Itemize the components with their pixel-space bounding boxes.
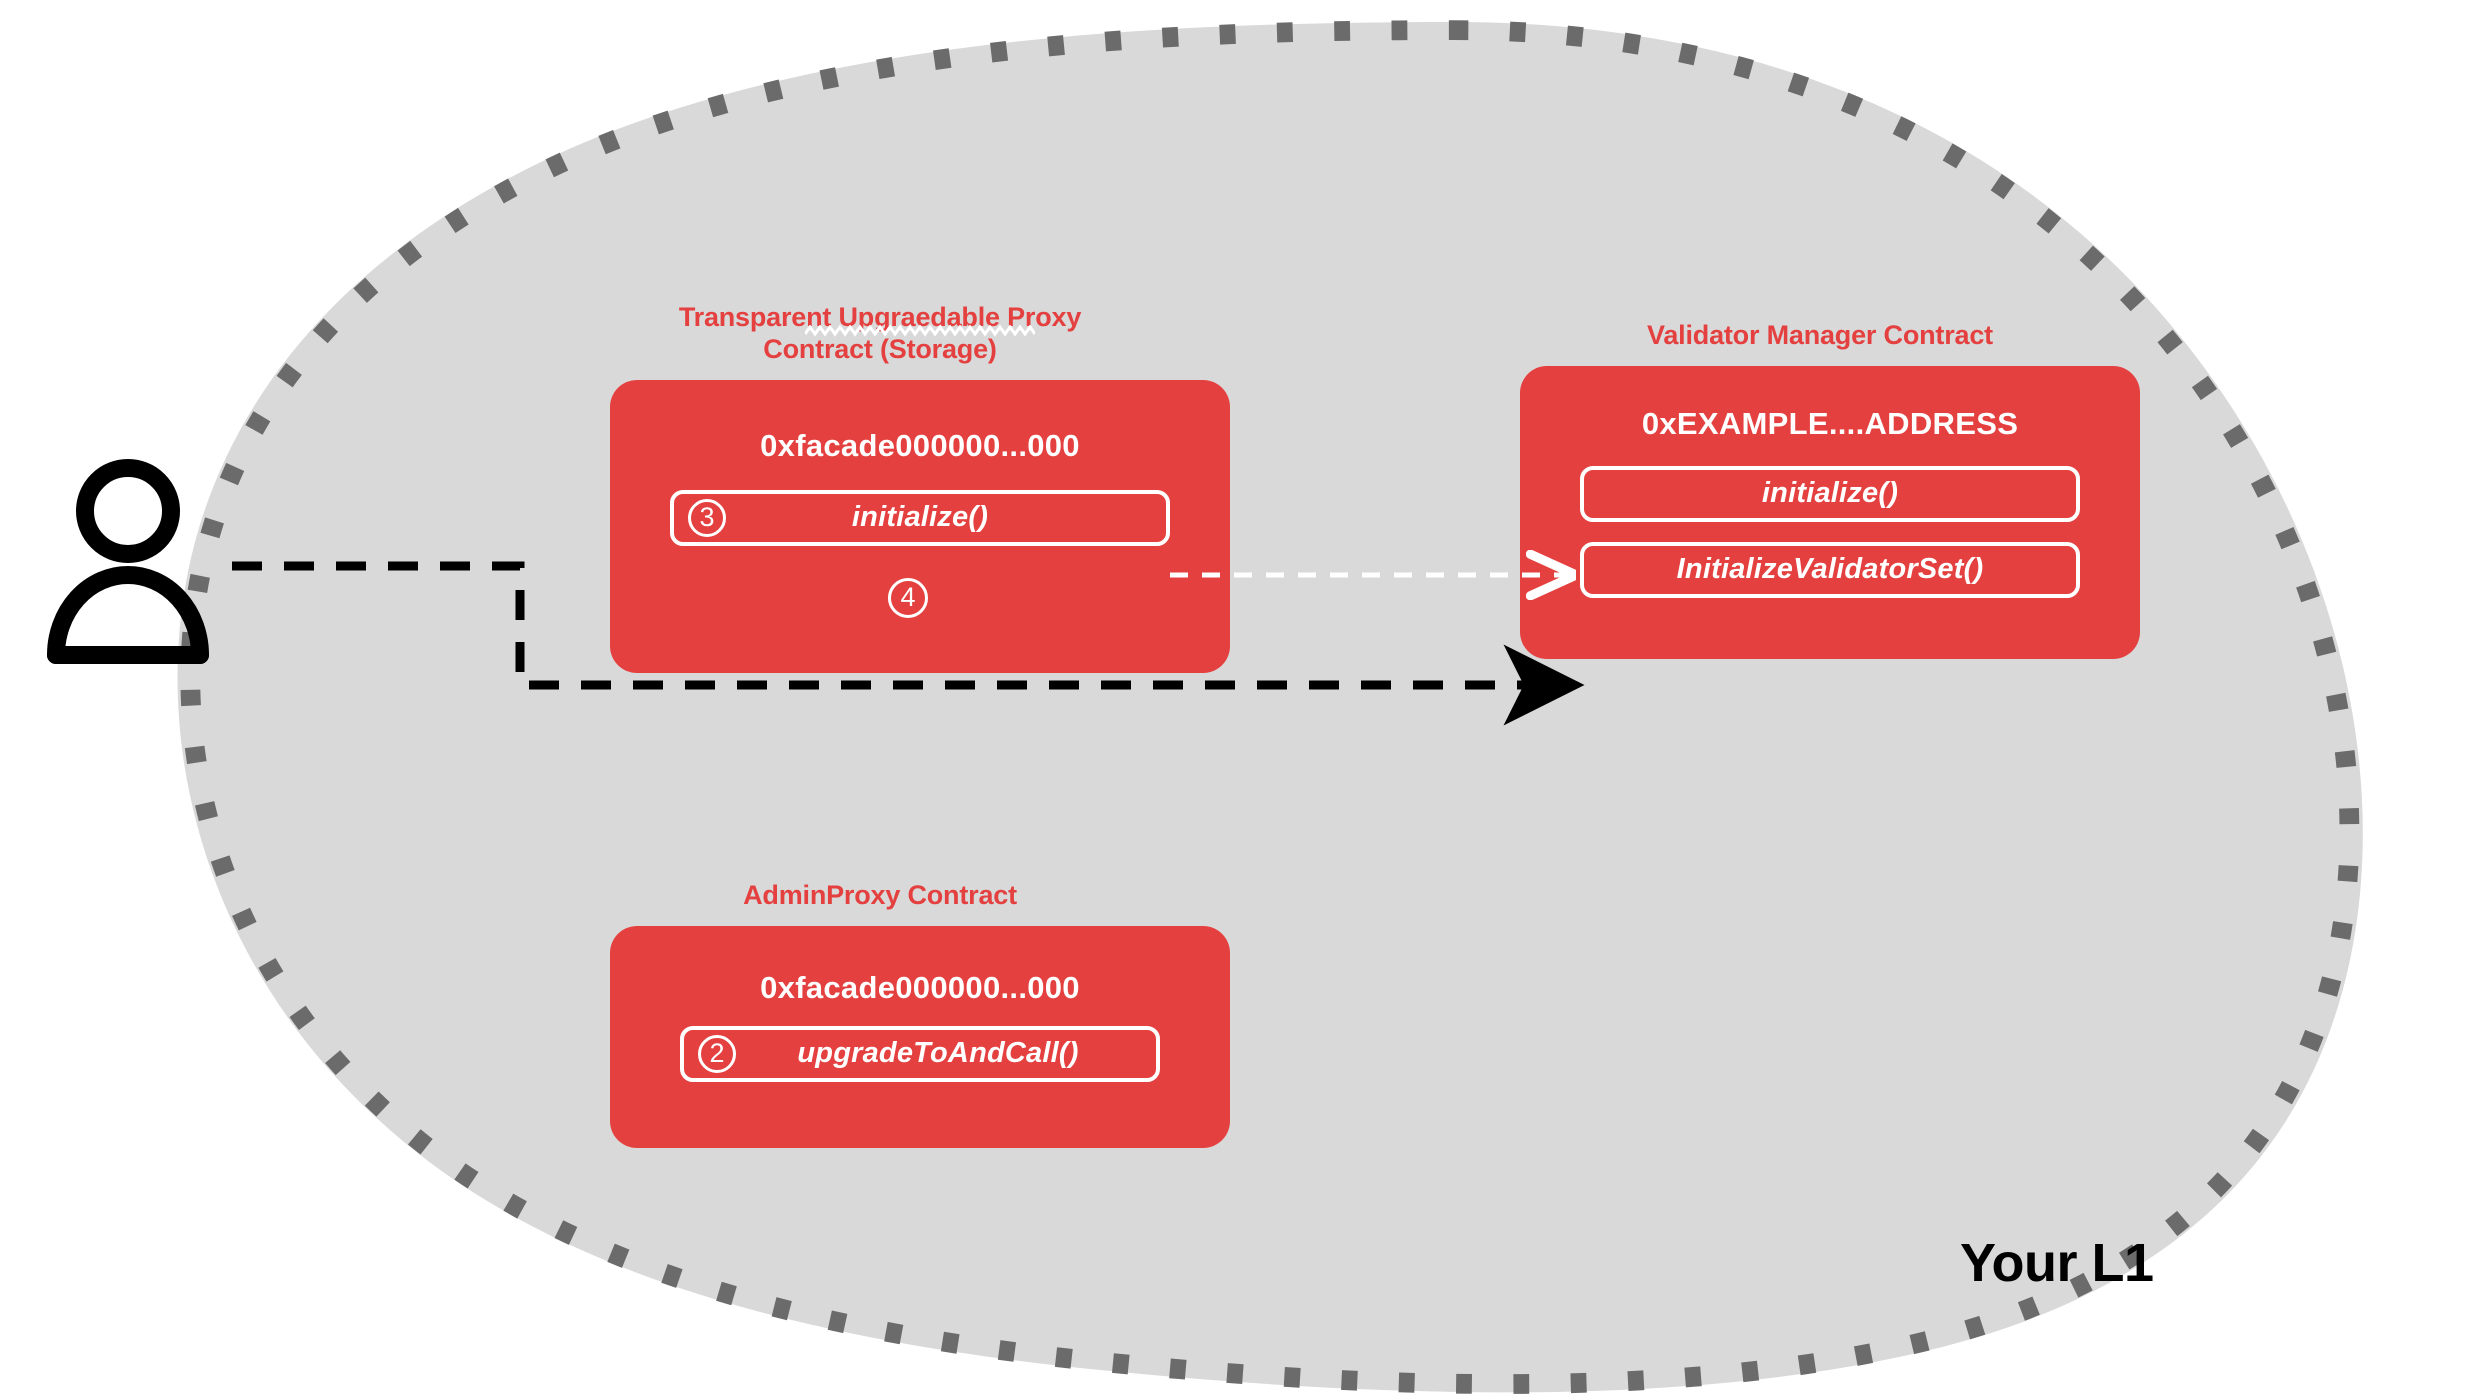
function-row-upgrade-to-and-call[interactable]: 2 upgradeToAndCall() — [680, 1025, 1160, 1082]
function-label-initialize-proxy: initialize() — [851, 501, 989, 534]
contract-title-proxy: Transparent Upgraedable Proxy Contract (… — [560, 302, 1200, 366]
l1-boundary-label: Your L1 — [1960, 1233, 2154, 1293]
contract-admin-proxy: AdminProxy Contract 0xfacade000000...000… — [560, 880, 1230, 1148]
function-row-initialize-validator-set[interactable]: InitializeValidatorSet() — [1580, 541, 2080, 598]
function-label-initialize-vm: initialize() — [1761, 477, 1899, 510]
blob-fill — [177, 22, 2363, 1393]
person-icon — [47, 459, 209, 664]
contract-title-validator-line1: Validator Manager Contract — [1647, 320, 1993, 350]
contract-card-validator: 0xEXAMPLE....ADDRESS initialize() Initia… — [1520, 365, 2140, 659]
step-badge-3: 3 — [688, 498, 726, 537]
contract-address-proxy: 0xfacade000000...000 — [760, 427, 1080, 463]
step-badge-2: 2 — [698, 1034, 736, 1073]
contract-validator-manager: Validator Manager Contract 0xEXAMPLE....… — [1500, 320, 2140, 659]
contract-transparent-upgradeable-proxy: Transparent Upgraedable Proxy Contract (… — [560, 302, 1230, 673]
step-badge-4: 4 — [888, 577, 928, 618]
contract-title-admin: AdminProxy Contract — [560, 880, 1200, 912]
function-label-initialize-validator-set: InitializeValidatorSet() — [1676, 553, 1984, 586]
contract-title-proxy-line1: Transparent Upgraedable Proxy — [678, 302, 1082, 332]
function-row-initialize-proxy[interactable]: 3 initialize() — [670, 489, 1170, 546]
contract-card-proxy: 0xfacade000000...000 3 initialize() 4 — [610, 379, 1230, 673]
function-row-initialize-vm[interactable]: initialize() — [1580, 465, 2080, 522]
contract-title-proxy-line2: Contract (Storage) — [763, 333, 997, 364]
contract-title-validator: Validator Manager Contract — [1500, 320, 2140, 352]
function-label-upgrade-to-and-call: upgradeToAndCall() — [797, 1037, 1079, 1070]
contract-card-admin: 0xfacade000000...000 2 upgradeToAndCall(… — [610, 925, 1230, 1148]
contract-address-validator: 0xEXAMPLE....ADDRESS — [1641, 405, 2019, 441]
contract-address-admin: 0xfacade000000...000 — [760, 969, 1080, 1005]
contract-title-admin-line1: AdminProxy Contract — [743, 880, 1017, 910]
